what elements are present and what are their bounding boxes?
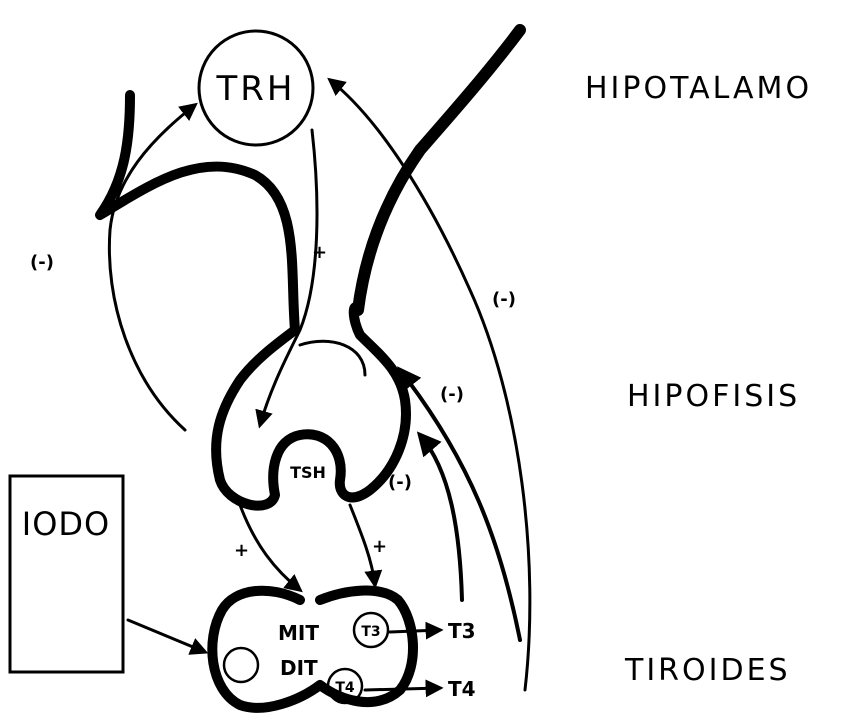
t4-to-hypothalamus-sign: (-)	[492, 289, 516, 310]
tsh-label: TSH	[290, 463, 326, 482]
pituitary-lower-sign: (-)	[388, 472, 412, 493]
tsh-left-sign: +	[234, 540, 249, 561]
dit-label: DIT	[280, 656, 318, 680]
dit-left-circle	[224, 648, 258, 682]
t4-output-arrow	[365, 688, 440, 690]
trh-to-pituitary-sign: +	[312, 242, 327, 263]
pituitary-inner-loop	[300, 341, 365, 375]
left-feedback-sign: (-)	[30, 252, 54, 273]
t3-output-label: T3	[448, 619, 476, 643]
t3-inner-label: T3	[361, 624, 380, 640]
t3-to-pituitary-arrow	[420, 435, 462, 600]
mit-label: MIT	[278, 621, 319, 645]
t4-inner-label: T4	[335, 680, 355, 696]
hypothalamus-left-stalk	[100, 95, 295, 330]
t4-to-hypothalamus-arrow	[330, 80, 530, 690]
pituitary-upper-sign: (-)	[440, 384, 464, 405]
trh-label: TRH	[216, 69, 296, 109]
iodine-to-thyroid-arrow	[128, 620, 205, 652]
region-label-pituitary: HIPOFISIS	[627, 379, 800, 414]
tsh-right-sign: +	[372, 536, 387, 557]
iodine-label: IODO	[22, 505, 110, 543]
region-label-thyroid: TIROIDES	[624, 653, 791, 688]
hypothalamus-outline	[358, 30, 520, 310]
t4-output-label: T4	[448, 677, 476, 701]
t3-output-arrow	[390, 630, 440, 632]
region-label-hypothalamus: HIPOTALAMO	[585, 71, 812, 106]
